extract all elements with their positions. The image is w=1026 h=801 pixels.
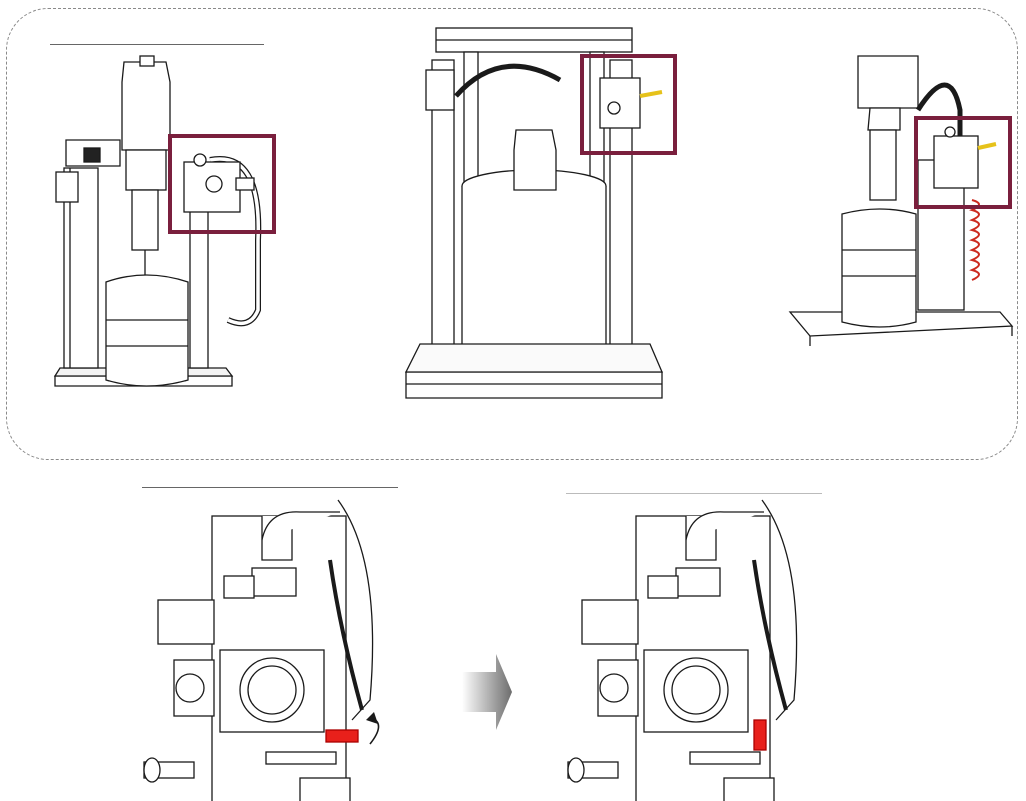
lever-horizontal [325, 729, 359, 743]
caption-line-after [566, 493, 822, 494]
pump-station-a [53, 55, 262, 387]
overview-panel [6, 8, 1018, 460]
caption-line-a [50, 44, 264, 45]
highlight-box-b [580, 54, 677, 155]
caption-line-before [142, 487, 398, 488]
detail-before [143, 499, 374, 801]
pump-station-c [788, 55, 1014, 346]
highlight-box-a [168, 134, 276, 234]
highlight-box-c [914, 116, 1012, 209]
right-arrow-icon [462, 654, 512, 730]
press-frame-b [404, 27, 663, 399]
lever-vertical [753, 719, 767, 751]
detail-after [567, 499, 798, 801]
